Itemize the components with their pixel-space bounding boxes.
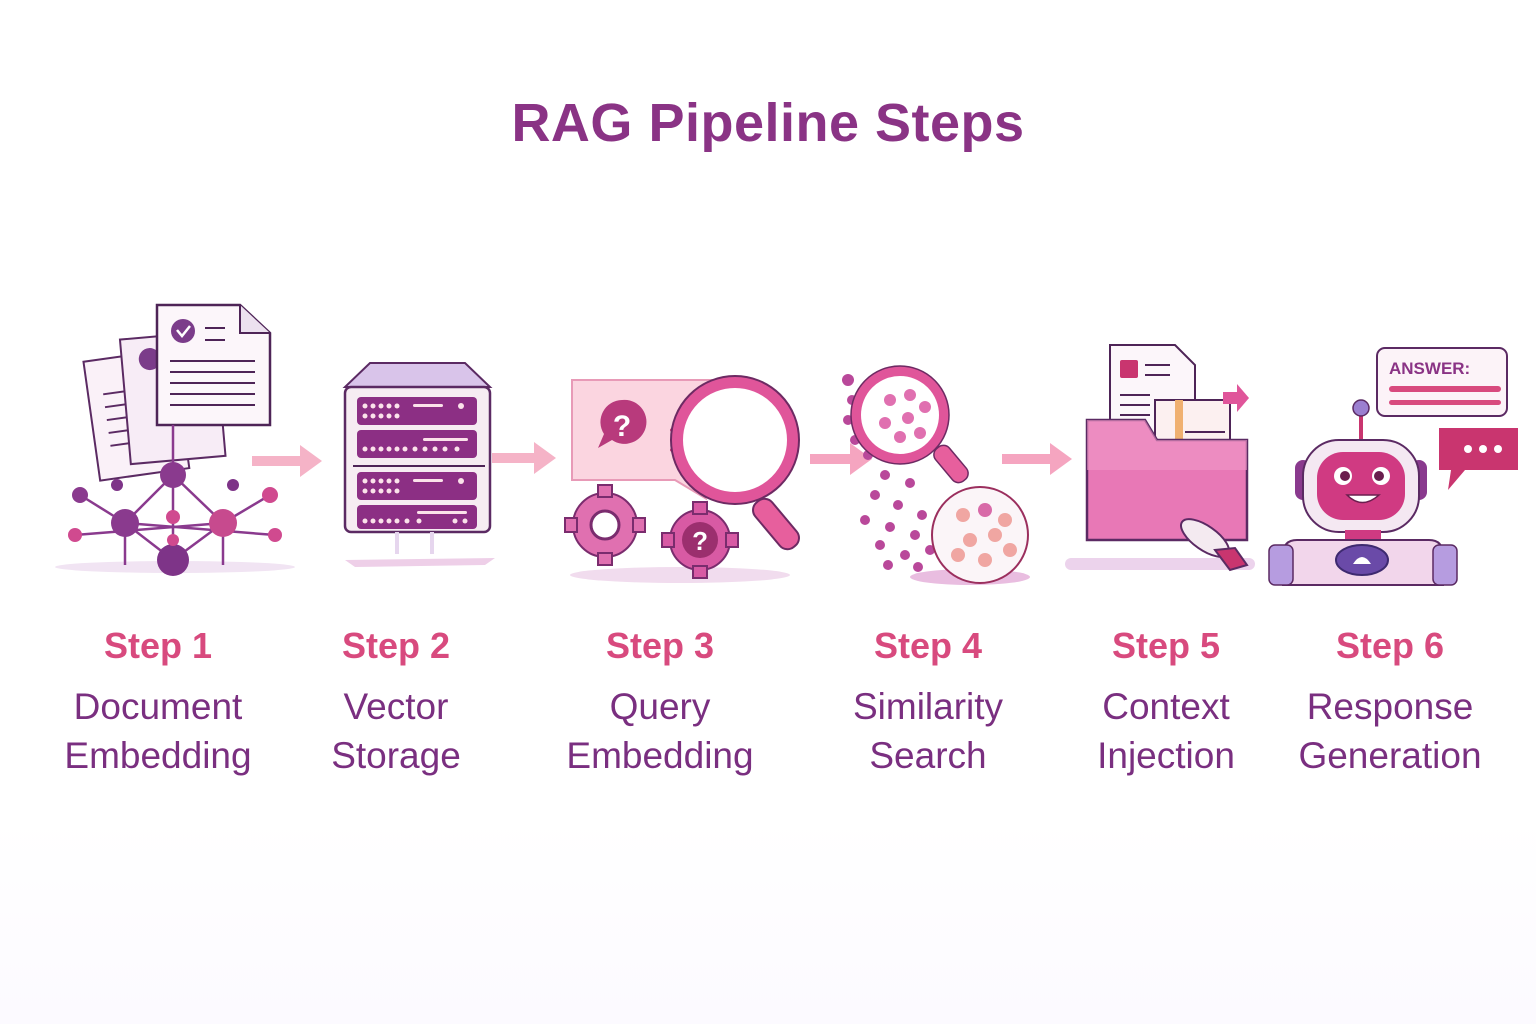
server-rack-icon [342,362,495,567]
step-name-line1: Vector [343,686,449,727]
folder-documents-icon [1065,344,1255,572]
documents-network-icon [55,303,295,576]
step-number: Step 5 [1111,625,1221,666]
step-number: Step 2 [341,625,451,666]
step-number: Step 4 [873,625,983,666]
step-3: Step 3 Query Embedding [530,622,790,780]
flow-arrow-icon [810,443,872,475]
magnifier-dots-icon [842,365,1030,585]
svg-text:?: ? [692,526,708,556]
step-name-line1: Response [1306,686,1474,727]
step-number: Step 3 [605,625,715,666]
step-name-line2: Generation [1298,735,1482,776]
step-2: Step 2 Vector Storage [266,622,526,780]
step-name-line2: Search [869,735,987,776]
step-number: Step 1 [103,625,213,666]
step-1: Step 1 Document Embedding [28,622,288,780]
robot-answer-icon: ANSWER: [1268,347,1518,586]
step-4: Step 4 Similarity Search [798,622,1058,780]
step-name-line2: Injection [1097,735,1235,776]
page-title: RAG Pipeline Steps [511,93,1025,153]
step-name-line2: Embedding [566,735,754,776]
svg-text:?: ? [613,410,631,443]
flow-arrow-icon [492,442,556,474]
step-name-line2: Embedding [64,735,252,776]
query-magnifier-gears-icon: ? ? [564,375,800,583]
step-name-line1: Document [73,686,243,727]
step-name-line1: Query [609,686,711,727]
flow-arrow-icon [252,445,322,477]
step-name-line1: Context [1102,686,1230,727]
step-6: Step 6 Response Generation [1260,622,1520,780]
step-5: Step 5 Context Injection [1036,622,1296,780]
answer-label: ANSWER: [1389,359,1470,378]
step-name-line1: Similarity [852,686,1004,727]
step-name-line2: Storage [331,735,461,776]
flow-arrow-icon [1002,443,1072,475]
step-number: Step 6 [1335,625,1445,666]
